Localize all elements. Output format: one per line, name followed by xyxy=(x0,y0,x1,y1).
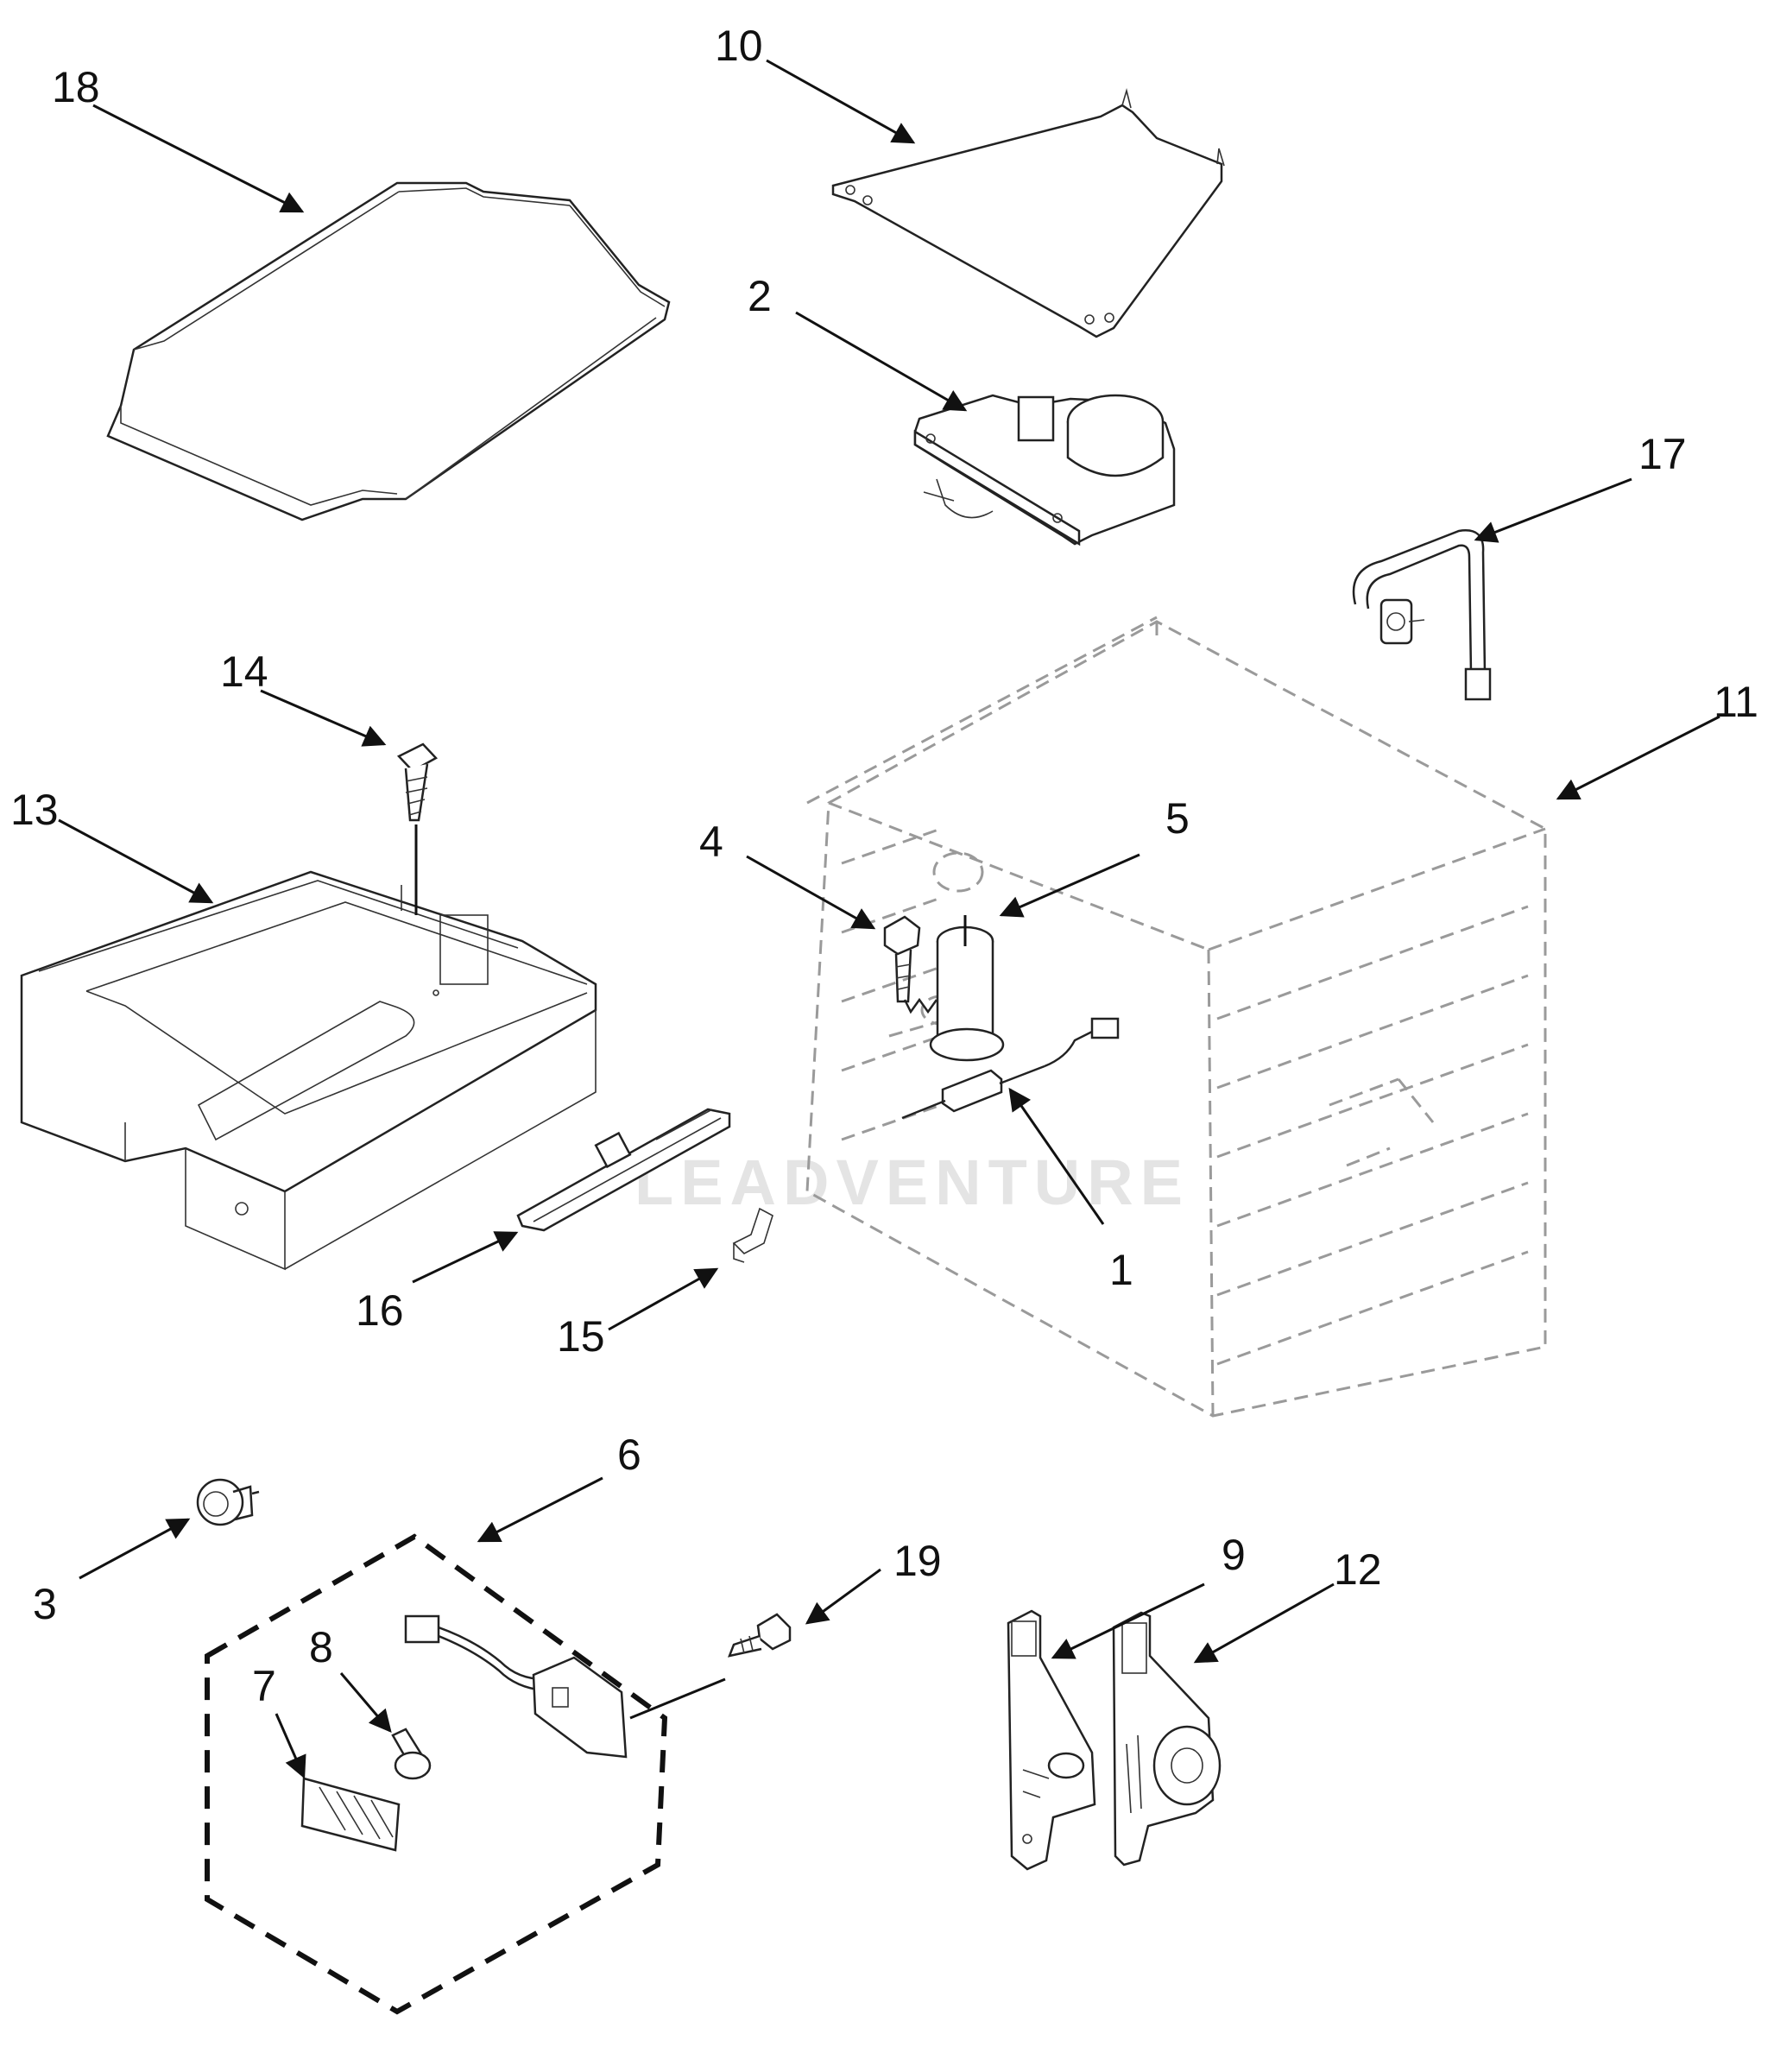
part-9-hinge xyxy=(1007,1609,1096,1871)
part-16-igniter xyxy=(516,1108,731,1232)
arrow-14 xyxy=(260,689,387,747)
callout-7: 7 xyxy=(252,1662,276,1710)
arrow-8 xyxy=(339,1672,392,1733)
arrow-5 xyxy=(999,853,1140,918)
arrow-10 xyxy=(766,59,916,144)
callout-19: 19 xyxy=(893,1537,942,1585)
callout-9: 9 xyxy=(1222,1531,1246,1579)
part-17-gas-tube xyxy=(1352,529,1492,701)
callout-16: 16 xyxy=(356,1286,404,1335)
callout-2: 2 xyxy=(748,272,772,320)
callout-8: 8 xyxy=(309,1623,333,1671)
part-3-knob xyxy=(196,1478,260,1526)
part-5-sleeve xyxy=(929,915,1005,1062)
callout-14: 14 xyxy=(220,648,268,696)
arrow-15 xyxy=(608,1267,719,1331)
arrow-9 xyxy=(1051,1582,1205,1659)
arrow-12 xyxy=(1193,1582,1335,1664)
arrow-1 xyxy=(1008,1087,1105,1225)
arrow-7 xyxy=(275,1713,306,1779)
part-11-oven-cavity xyxy=(805,616,1547,1418)
callout-13: 13 xyxy=(10,786,59,834)
arrow-2 xyxy=(795,311,968,412)
arrow-6 xyxy=(477,1476,603,1543)
part-1-sensor xyxy=(901,1017,1120,1120)
part-15-clip xyxy=(732,1207,773,1263)
callout-5: 5 xyxy=(1165,794,1190,843)
callout-17: 17 xyxy=(1638,430,1687,478)
arrow-4 xyxy=(746,855,876,930)
leader-arrows xyxy=(58,59,1720,1779)
arrow-3 xyxy=(79,1518,191,1580)
arrow-11 xyxy=(1556,715,1720,800)
part-19-screw xyxy=(728,1613,792,1658)
arrow-19 xyxy=(805,1568,881,1625)
callout-labels: 18 10 2 17 11 14 13 4 5 1 16 15 6 3 19 9… xyxy=(10,22,1758,1710)
arrow-18 xyxy=(92,104,305,213)
arrow-16 xyxy=(412,1231,519,1284)
part-10-bracket-plate xyxy=(831,87,1225,338)
part-12-hinge xyxy=(1112,1611,1222,1867)
callout-10: 10 xyxy=(715,22,763,70)
part-6-kit-group xyxy=(205,1533,726,2015)
watermark-text: LEADVENTURE xyxy=(634,1147,1190,1218)
callout-4: 4 xyxy=(699,818,723,866)
part-13-broiler-pan xyxy=(20,870,597,1271)
callout-12: 12 xyxy=(1334,1545,1382,1594)
callout-1: 1 xyxy=(1109,1246,1133,1294)
part-4-bolt xyxy=(883,915,938,1014)
part-8-bulb xyxy=(391,1728,432,1780)
part-7-lens xyxy=(300,1777,401,1852)
arrow-13 xyxy=(58,818,214,904)
part-14-screw xyxy=(396,742,439,915)
callout-6: 6 xyxy=(617,1431,641,1479)
callout-18: 18 xyxy=(52,63,100,111)
callout-3: 3 xyxy=(33,1580,57,1628)
part-2-motor-assembly xyxy=(913,394,1176,546)
part-18-cover-panel xyxy=(106,181,671,521)
callout-11: 11 xyxy=(1714,678,1758,726)
callout-15: 15 xyxy=(557,1312,605,1361)
arrow-17 xyxy=(1474,477,1632,543)
